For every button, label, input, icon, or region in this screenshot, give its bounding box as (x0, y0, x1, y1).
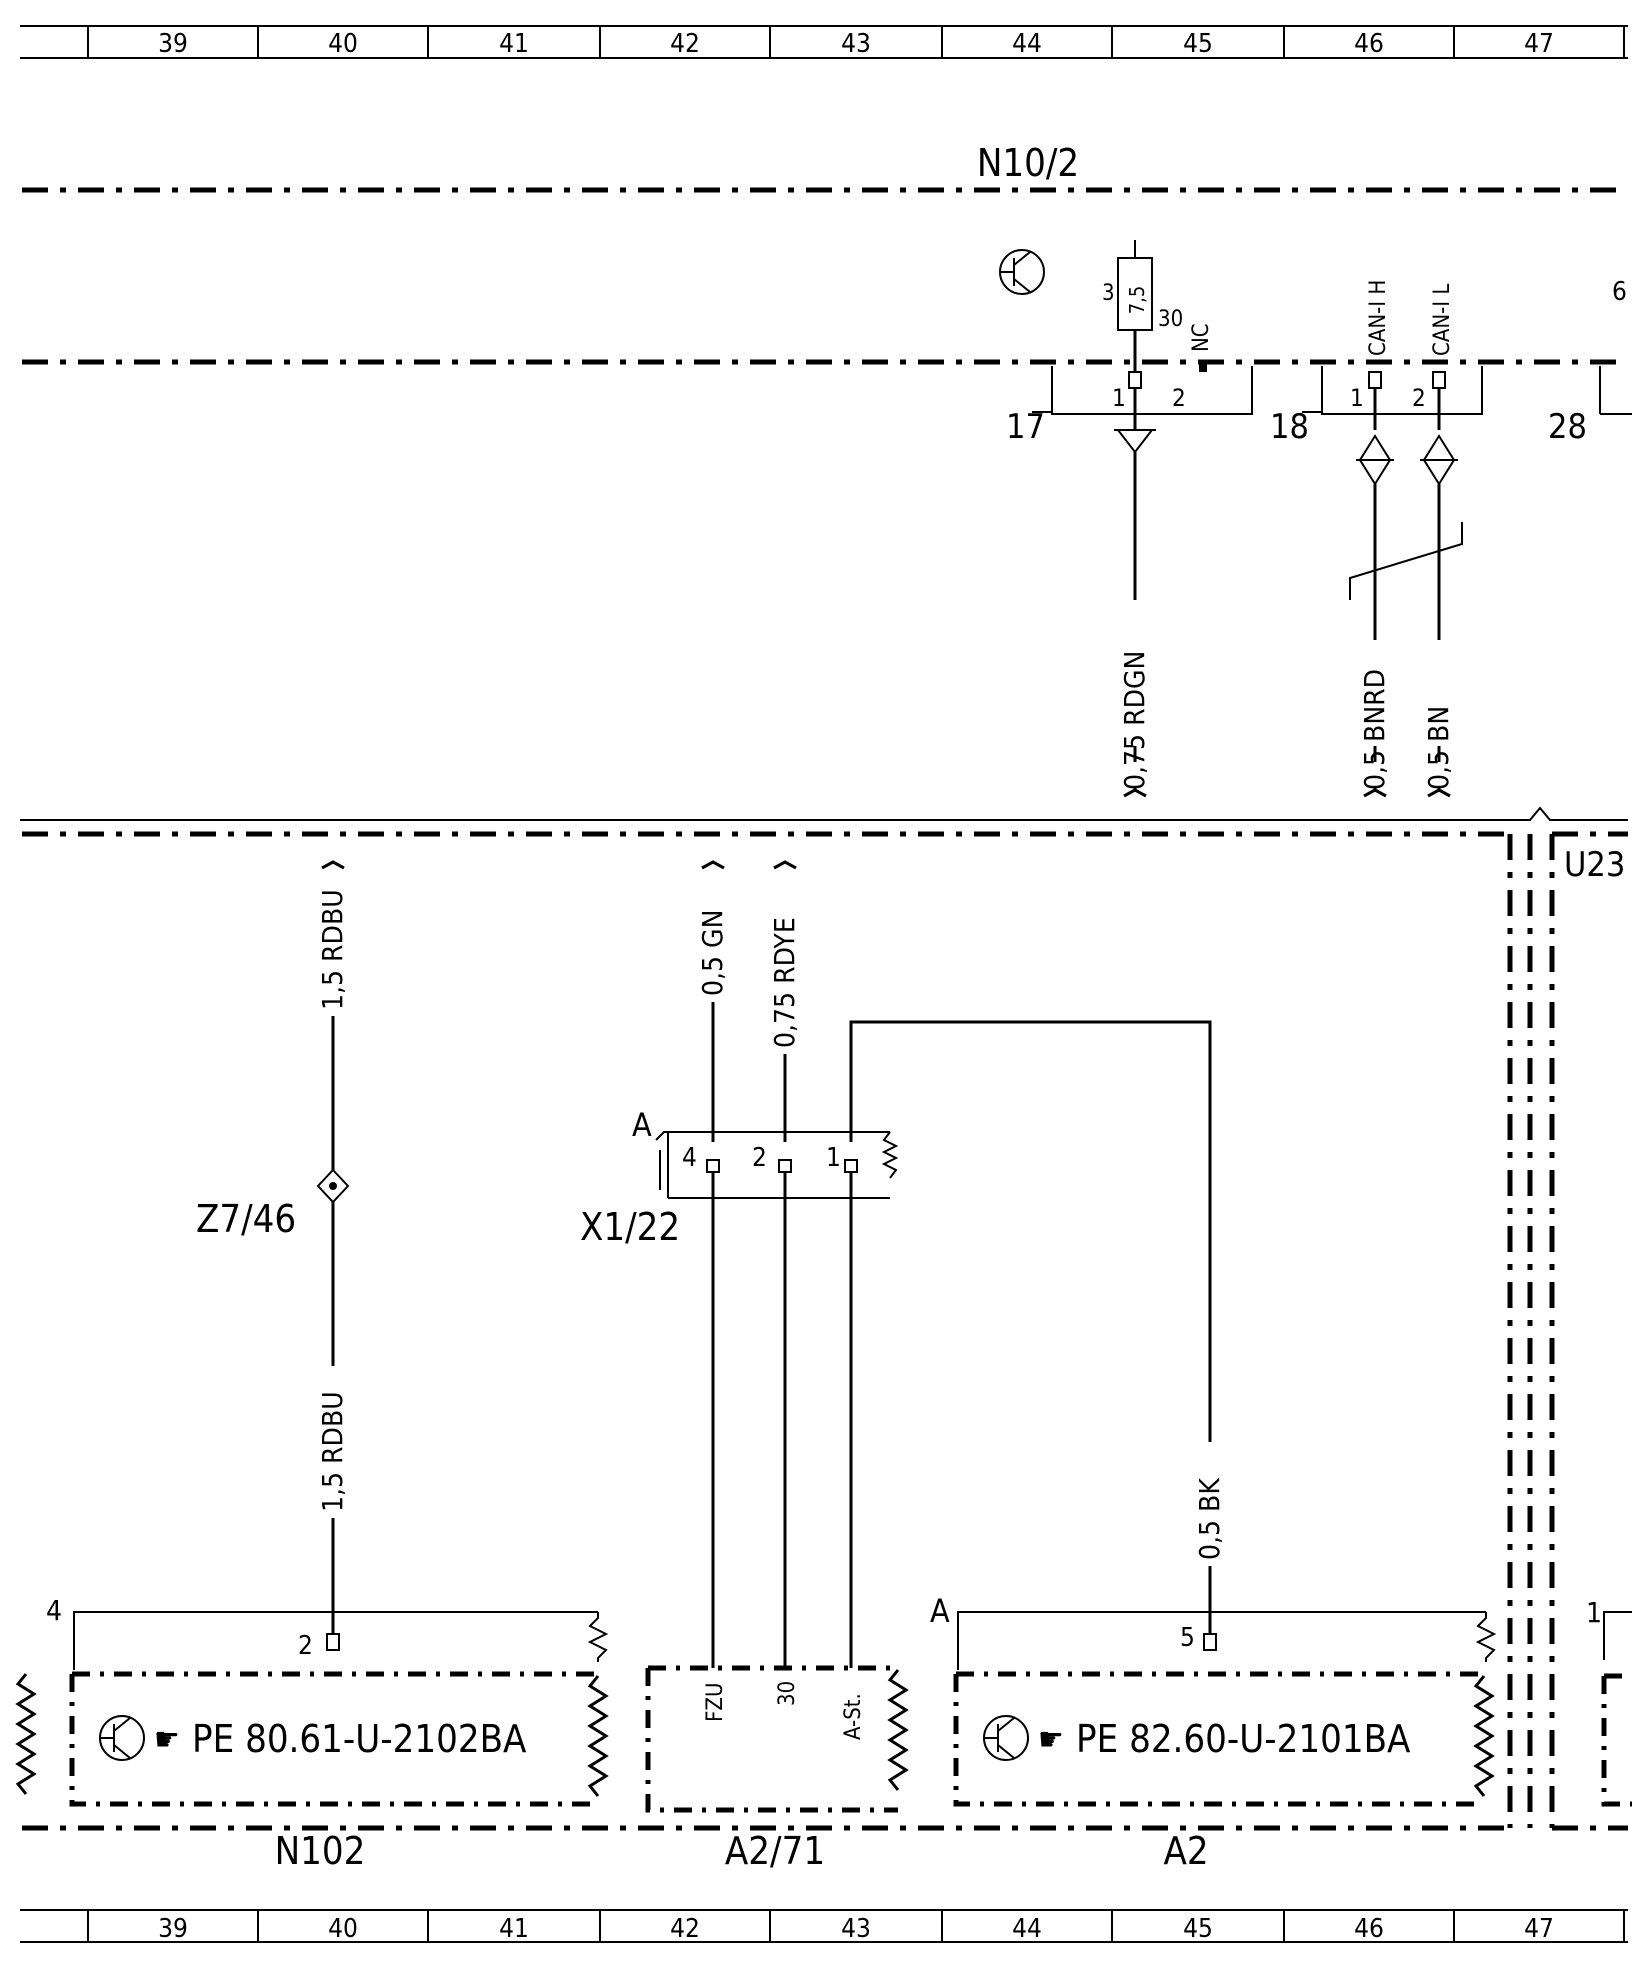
break-icon (15, 1673, 37, 1795)
a2-ref: PE 82.60-U-2101BA (1076, 1717, 1411, 1761)
x1-22-pin4: 4 (682, 1143, 697, 1173)
grid-col-43-bottom: 43 (841, 1914, 871, 1944)
wire-rdbu-top: 1,5 RDBU (316, 889, 349, 1010)
pointing-hand-icon: ☛ (154, 1720, 180, 1758)
nc-terminal (1199, 362, 1207, 372)
a2-module: A 5 ☛ PE 82.60-U-2101BA A2 (930, 1592, 1497, 1873)
connector-17-pin2: 2 (1172, 384, 1186, 412)
grid-col-46: 46 (1354, 29, 1384, 59)
connector-18-pin2: 2 (1412, 384, 1426, 412)
grid-col-46-bottom: 46 (1354, 1914, 1384, 1944)
grid-col-45: 45 (1183, 29, 1213, 59)
n102-ref: PE 80.61-U-2102BA (192, 1717, 527, 1761)
continuation-arrow-icon (701, 860, 725, 870)
wire-bk: 0,5 BK (1193, 1477, 1226, 1560)
grid-col-41: 41 (499, 29, 529, 59)
grid-col-40: 40 (328, 29, 358, 59)
x1-22-label: X1/22 (580, 1205, 680, 1249)
connector-17: 17 1 2 (1006, 366, 1253, 454)
n10-2-boundary: N10/2 (22, 141, 1628, 365)
grid-col-47-bottom: 47 (1524, 1914, 1554, 1944)
grid-col-44-bottom: 44 (1012, 1914, 1042, 1944)
break-icon (887, 1669, 909, 1791)
a2-71-pin-ast: A-St. (841, 1693, 866, 1740)
wire-rdbu-bottom: 1,5 RDBU (316, 1391, 349, 1512)
connector-18: 18 1 2 (1270, 366, 1483, 486)
grid-ruler-bottom: 39 40 41 42 43 44 45 46 47 (20, 1909, 1628, 1944)
grid-col-42-bottom: 42 (670, 1914, 700, 1944)
n102-module: 4 2 ☛ PE 80.61-U-2102BA N102 (46, 1594, 609, 1873)
connector-28-id: 28 (1548, 407, 1587, 447)
connector-17-id: 17 (1006, 407, 1045, 447)
grid-col-42: 42 (670, 29, 700, 59)
wire-rdye: 0,75 RDYE (768, 917, 801, 1048)
a2-pin: 5 (1180, 1623, 1195, 1653)
x1-22-prefix: A (632, 1106, 652, 1144)
twisted-pair-icon (1349, 522, 1463, 600)
transistor-icon (983, 1715, 1029, 1761)
wire-bnrd: 0,5 BNRD (1358, 669, 1391, 790)
grid-col-44: 44 (1012, 29, 1042, 59)
grid-col-39: 39 (158, 29, 188, 59)
nc-label: NC (1189, 323, 1214, 352)
a2-71-pin-fzu: FZU (703, 1683, 728, 1722)
a2-71-label: A2/71 (725, 1829, 825, 1873)
separator-line (20, 806, 1628, 821)
z7-46-splice-icon (316, 1168, 350, 1204)
a2-connector-id: A (930, 1592, 950, 1630)
pointing-hand-icon: ☛ (1038, 1720, 1064, 1758)
break-icon (587, 1612, 609, 1662)
n10-2-pin-6: 6 (1612, 277, 1627, 307)
connector-18-pin1: 1 (1350, 384, 1364, 412)
grid-col-39-bottom: 39 (158, 1914, 188, 1944)
u23-label: U23 (1564, 845, 1625, 885)
connector-28: 28 (1548, 366, 1632, 447)
break-icon (1475, 1612, 1497, 1662)
wire-rdgn: 0,75 RDGN (1118, 651, 1151, 790)
n102-connector-id: 4 (46, 1594, 62, 1627)
x1-22-pin1: 1 (826, 1143, 841, 1173)
transistor-icon (999, 249, 1045, 295)
break-icon (1473, 1675, 1495, 1797)
continuation-arrow-icon (1427, 788, 1451, 798)
n102-pin: 2 (298, 1631, 313, 1661)
continuation-arrow-icon (1363, 788, 1387, 798)
continuation-arrow-icon (773, 860, 797, 870)
fuse-value: 7,5 (1125, 286, 1149, 315)
grid-col-43: 43 (841, 29, 871, 59)
n102-label: N102 (275, 1829, 366, 1873)
n10-2-label: N10/2 (977, 141, 1079, 185)
right-partial-connector-id: 1 (1586, 1596, 1602, 1629)
fuse-pin-right: 30 (1158, 307, 1183, 332)
connector-18-id: 18 (1270, 407, 1309, 447)
transistor-icon (99, 1715, 145, 1761)
a2-71-module: FZU 30 A-St. A2/71 (645, 1665, 909, 1873)
break-icon (881, 1131, 899, 1179)
grid-col-47: 47 (1524, 29, 1554, 59)
a2-label: A2 (1163, 1829, 1208, 1873)
z7-46-label: Z7/46 (196, 1197, 296, 1241)
break-icon (587, 1675, 609, 1797)
fuse-pin-left: 3 (1102, 281, 1115, 306)
grid-col-40-bottom: 40 (328, 1914, 358, 1944)
continuation-arrow-icon (1123, 788, 1147, 798)
a2-71-pin-30: 30 (775, 1681, 800, 1706)
grid-ruler-top: 39 40 41 42 43 44 45 46 47 (20, 25, 1628, 59)
can-h-label: CAN-I H (1366, 280, 1391, 356)
grid-col-41-bottom: 41 (499, 1914, 529, 1944)
grid-col-45-bottom: 45 (1183, 1914, 1213, 1944)
x1-22-pin2: 2 (752, 1143, 767, 1173)
x1-22-connector: A 4 2 1 X1/22 (580, 1106, 899, 1249)
wire-gn: 0,5 GN (696, 910, 729, 996)
can-l-label: CAN-I L (1430, 284, 1455, 356)
connector-17-pin1: 1 (1112, 384, 1126, 412)
fuse-icon: 7,5 3 30 (1102, 240, 1183, 372)
continuation-arrow-icon (321, 860, 345, 870)
right-partial-module: 1 (1586, 1596, 1632, 1807)
